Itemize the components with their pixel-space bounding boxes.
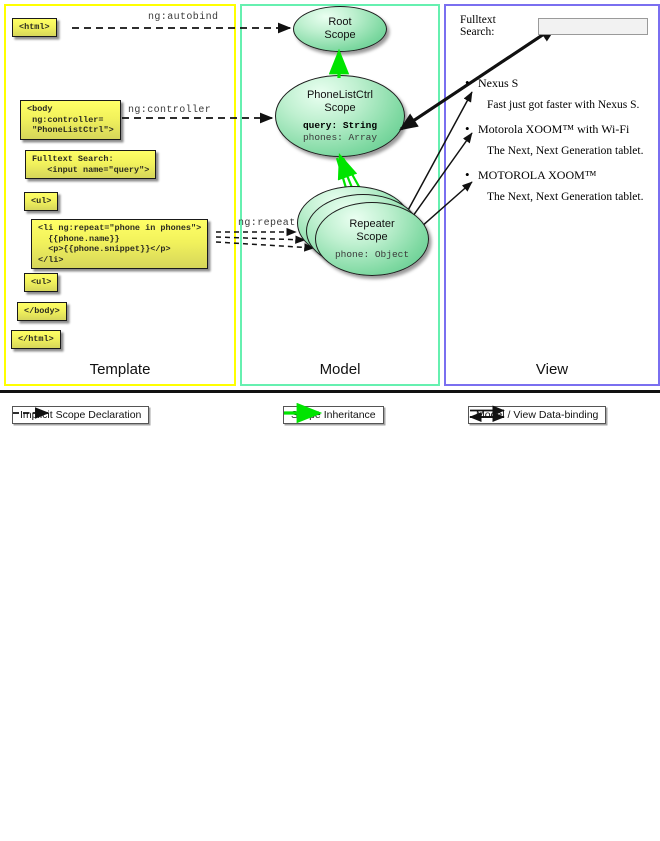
repeater-scope-title-2: Scope — [356, 230, 388, 243]
label-ng-autobind: ng:autobind — [148, 12, 219, 23]
view-rendered-output: Fulltext Search: Nexus S Fast just got f… — [452, 10, 648, 214]
ul-close-box: <ul> — [24, 273, 59, 292]
phone-name: Nexus S — [465, 75, 648, 91]
ul-open-box: <ul> — [24, 192, 59, 211]
column-label-model: Model — [319, 361, 361, 378]
green-arrow-icon — [284, 402, 323, 424]
label-ng-controller: ng:controller — [128, 105, 212, 116]
legend-divider — [0, 390, 660, 393]
phonelistctrl-prop-phones: phones: Array — [302, 131, 378, 143]
fulltext-search-input[interactable] — [538, 17, 648, 35]
fulltext-search-box: Fulltext Search: <input name="query"> — [25, 150, 157, 179]
phone-snippet: The Next, Next Generation tablet. — [487, 145, 644, 157]
double-arrow-icon — [469, 405, 505, 423]
diagram-canvas: Template Model View <html> <body ng:cont… — [0, 0, 660, 435]
view-search-row: Fulltext Search: — [460, 14, 648, 38]
li-repeat-box: <li ng:repeat="phone in phones"> {{phone… — [31, 219, 209, 269]
body-close-box: </body> — [17, 302, 67, 321]
repeater-scope: Repeater Scope phone: Object — [315, 202, 429, 276]
legend-implicit-scope: Implicit Scope Declaration — [12, 406, 150, 424]
html-open-box: <html> — [12, 18, 57, 37]
list-item[interactable]: Motorola XOOM™ with Wi-Fi The Next, Next… — [465, 121, 648, 157]
repeater-prop-phone: phone: Object — [334, 248, 410, 260]
phonelistctrl-scope: PhoneListCtrl Scope query: String phones… — [275, 75, 405, 157]
list-item[interactable]: MOTOROLA XOOM™ The Next, Next Generation… — [465, 167, 648, 203]
dashed-arrow-icon — [13, 407, 50, 419]
body-open-box: <body ng:controller= "PhoneListCtrl"> — [20, 100, 121, 140]
phone-name: MOTOROLA XOOM™ — [465, 167, 648, 183]
phonelistctrl-scope-title-1: PhoneListCtrl — [306, 88, 374, 101]
legend-scope-inheritance: Scope Inheritance — [283, 402, 384, 424]
column-label-template: Template — [89, 361, 151, 378]
phone-snippet: Fast just got faster with Nexus S. — [487, 99, 640, 111]
legend-data-binding: Model / View Data-binding — [468, 405, 607, 424]
root-scope-title-1: Root — [328, 16, 352, 28]
phone-name: Motorola XOOM™ with Wi-Fi — [465, 121, 648, 137]
list-item[interactable]: Nexus S Fast just got faster with Nexus … — [465, 75, 648, 111]
label-ng-repeat: ng:repeat — [238, 218, 296, 229]
view-search-label: Fulltext Search: — [460, 14, 496, 38]
phonelistctrl-prop-query: query: String — [302, 119, 378, 131]
root-scope: Root Scope — [293, 6, 387, 52]
column-label-view: View — [535, 361, 569, 378]
phonelistctrl-scope-title-2: Scope — [324, 101, 356, 114]
repeater-scope-title-1: Repeater — [349, 217, 395, 230]
phone-snippet: The Next, Next Generation tablet. — [487, 191, 644, 203]
legend-label: Implicit Scope Declaration — [12, 406, 150, 424]
html-close-box: </html> — [11, 330, 61, 349]
root-scope-title-2: Scope — [324, 29, 356, 41]
view-phone-list: Nexus S Fast just got faster with Nexus … — [465, 75, 648, 203]
